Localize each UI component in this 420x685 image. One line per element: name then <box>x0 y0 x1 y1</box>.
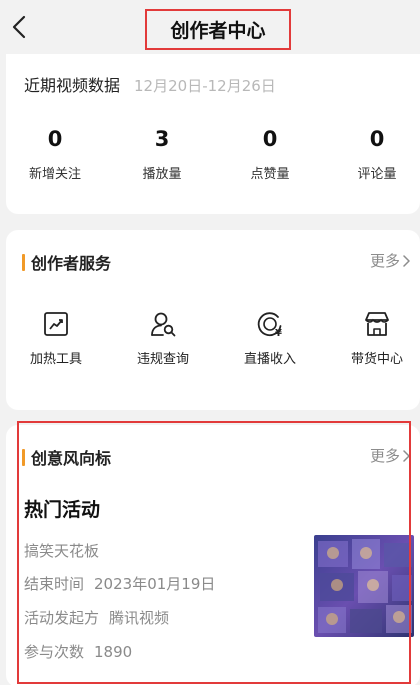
count-value: 1890 <box>94 643 133 661</box>
service-label: 直播收入 <box>243 352 296 367</box>
stats-row: 0 新增关注 3 播放量 0 点赞量 0 评论量 <box>6 124 420 194</box>
services-more-link[interactable]: 更多 <box>370 250 410 271</box>
stat-label: 评论量 <box>357 167 397 182</box>
services-grid: 加热工具 违规查询 ¥ 直播收入 <box>6 310 420 380</box>
end-time-label: 结束时间 <box>24 575 85 593</box>
thumbnail-collage-image <box>314 535 414 637</box>
activity-name[interactable]: 搞笑天花板 <box>24 542 100 560</box>
stat-plays[interactable]: 3 播放量 <box>122 124 202 182</box>
trends-more-link[interactable]: 更多 <box>370 445 410 466</box>
service-violation-check[interactable]: 违规查询 <box>118 310 208 367</box>
count-label: 参与次数 <box>24 643 85 661</box>
top-bar: 创作者中心 <box>0 0 420 54</box>
stat-value: 0 <box>369 127 385 151</box>
stat-label: 播放量 <box>142 167 182 182</box>
service-label: 违规查询 <box>136 352 189 367</box>
creative-trends-card: 创意风向标 更多 热门活动 搞笑天花板 结束时间 2023年01月19日 活动发起… <box>6 425 420 685</box>
stats-title: 近期视频数据 <box>24 76 121 95</box>
service-live-income[interactable]: ¥ 直播收入 <box>225 310 315 367</box>
end-time-value: 2023年01月19日 <box>94 575 216 593</box>
more-label: 更多 <box>369 252 400 270</box>
stats-date-range: 12月20日-12月26日 <box>134 77 276 95</box>
services-title: 创作者服务 <box>31 254 112 273</box>
accent-bar <box>22 253 25 271</box>
sponsor-value: 腾讯视频 <box>109 609 170 627</box>
stat-likes[interactable]: 0 点赞量 <box>230 124 310 182</box>
activity-sponsor: 活动发起方腾讯视频 <box>24 607 169 628</box>
stat-new-followers[interactable]: 0 新增关注 <box>15 124 95 182</box>
svg-text:¥: ¥ <box>275 328 282 338</box>
stat-value: 0 <box>47 127 63 151</box>
live-income-icon: ¥ <box>257 312 282 338</box>
page-title: 创作者中心 <box>170 20 266 42</box>
hot-activity-heading: 热门活动 <box>24 499 101 521</box>
services-header: 创作者服务 <box>22 250 111 274</box>
stat-label: 新增关注 <box>28 167 81 182</box>
shop-icon <box>365 312 389 336</box>
user-search-icon <box>151 312 176 337</box>
chevron-right-icon <box>403 254 410 267</box>
creator-services-card: 创作者服务 更多 加热工具 违规查询 <box>6 230 420 410</box>
stat-label: 点赞量 <box>250 167 290 182</box>
trends-header: 创意风向标 <box>22 445 111 469</box>
activity-participation: 参与次数 1890 <box>24 641 132 662</box>
service-label: 带货中心 <box>350 352 403 367</box>
recent-stats-card: 近期视频数据 12月20日-12月26日 0 新增关注 3 播放量 0 点赞量 … <box>6 54 420 214</box>
page-title-frame: 创作者中心 <box>145 9 291 50</box>
service-commerce-center[interactable]: 带货中心 <box>332 310 420 367</box>
trend-chart-icon <box>44 312 68 336</box>
more-label: 更多 <box>369 447 400 465</box>
stat-value: 3 <box>154 127 170 151</box>
sponsor-label: 活动发起方 <box>24 609 100 627</box>
activity-end-time: 结束时间 2023年01月19日 <box>24 573 215 594</box>
stat-value: 0 <box>262 127 278 151</box>
stats-header: 近期视频数据 12月20日-12月26日 <box>24 72 276 96</box>
trends-title: 创意风向标 <box>31 449 112 468</box>
back-button[interactable] <box>6 12 32 42</box>
stat-comments[interactable]: 0 评论量 <box>337 124 417 182</box>
accent-bar <box>22 448 25 466</box>
chevron-left-icon <box>12 15 26 39</box>
activity-thumbnail[interactable] <box>314 535 414 637</box>
chevron-right-icon <box>403 449 410 462</box>
service-label: 加热工具 <box>29 352 82 367</box>
service-boost-tool[interactable]: 加热工具 <box>11 310 101 367</box>
